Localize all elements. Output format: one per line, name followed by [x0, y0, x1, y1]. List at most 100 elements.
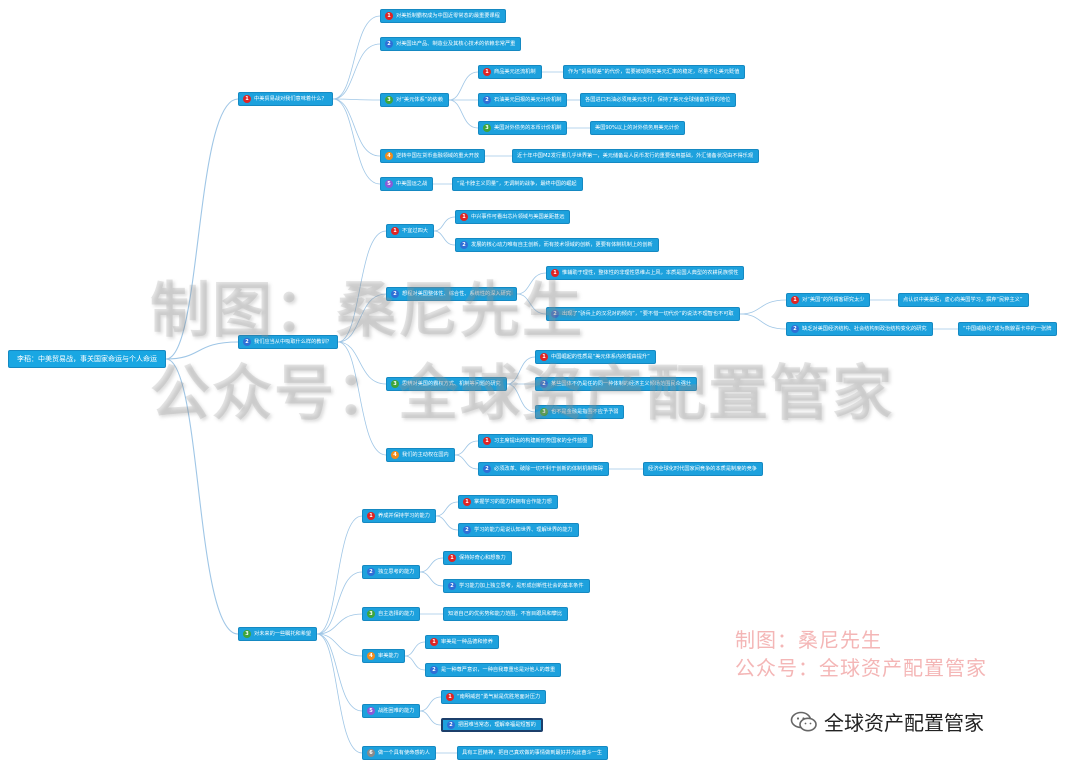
priority-badge-icon: 4 [367, 652, 375, 660]
topic-b3c5a[interactable]: 1“南明威岩”勇气就是优胜地面对压力 [441, 690, 547, 704]
topic-label: 必须改革、破除一切不利于创新的体制机制障碍 [494, 466, 603, 472]
topic-label: 作为“贸易顺差”的代价，需要被动购买美元汇率的稳定，尽量不让美元贬值 [568, 69, 740, 75]
topic-label: 学习能力加上独立思考，是形成创新性社会的基本条件 [459, 583, 584, 589]
topic-b1c3a1[interactable]: 作为“贸易顺差”的代价，需要被动购买美元汇率的稳定，尽量不让美元贬值 [563, 65, 746, 79]
connector-b3 [165, 358, 239, 635]
topic-label: 发展的核心动力唯有自主创新，而有技术领域的创新，更要有体制机制上的创新 [471, 242, 653, 248]
priority-badge-icon: 5 [367, 707, 375, 715]
topic-label: 习主席提出的构建新形势国家的全件蓝图 [494, 438, 588, 444]
topic-b1c4a[interactable]: 近十年中国M2发行量几乎世界第一，美元储备是人民币发行的重要信用基础，外汇储备状… [512, 149, 760, 163]
priority-badge-icon: 2 [391, 290, 399, 298]
connector-b3c2a [419, 557, 444, 573]
priority-badge-icon: 1 [448, 554, 456, 562]
connector-b2c2a [516, 272, 547, 295]
topic-b2c2b1a[interactable]: 点认识中美差距，虚心向美国学习，摒弃“民粹主义” [898, 293, 1029, 307]
connector-b3c4b [404, 655, 426, 671]
priority-badge-icon: 2 [483, 465, 491, 473]
topic-label: 自主选择的能力 [378, 611, 415, 617]
priority-badge-icon: 1 [391, 227, 399, 235]
root-topic[interactable]: 李稻：中美贸易战，事关国家命运与个人命运 [8, 350, 166, 368]
connector-b3c1a [435, 501, 459, 517]
topic-b1c3b1[interactable]: 各国进口石油必须用美元支付，保持了美元全球储备货币的地位 [580, 93, 737, 107]
topic-b1c5a[interactable]: “是卡脖主义同量”，无调制的战争，最终中国的崛起 [452, 177, 583, 191]
priority-badge-icon: 1 [430, 638, 438, 646]
topic-label: “南明威岩”勇气就是优胜地面对压力 [457, 694, 541, 700]
topic-label: 惟辅助于理性，整体性的非理性思维占上风，本质是国人典型的农耕民族惯性 [562, 270, 739, 276]
priority-badge-icon: 3 [391, 380, 399, 388]
connector-b3c1 [316, 515, 363, 635]
topic-label: 对未来的一些瞩托和希望 [254, 631, 312, 637]
priority-badge-icon: 6 [367, 749, 375, 757]
priority-badge-icon: 3 [540, 408, 548, 416]
topic-b1c3c1[interactable]: 美国90%以上的对外债务用美元计价 [590, 121, 686, 135]
priority-badge-icon: 2 [463, 526, 471, 534]
connector-b3c6 [316, 633, 363, 754]
topic-b2c4b1[interactable]: 经济全球化时代国家间竞争的本质是制度的竞争 [643, 462, 763, 476]
topic-label: 审美是一种品德和修养 [441, 639, 493, 645]
priority-badge-icon: 1 [446, 693, 454, 701]
topic-label: 把困难当常态，理解幸福是短暂的 [458, 722, 536, 728]
topic-label: 中美国运之战 [396, 181, 428, 187]
connector-b2c4b [454, 454, 479, 470]
priority-badge-icon: 2 [483, 96, 491, 104]
topic-label: “是卡脖主义同量”，无调制的战争，最终中国的崛起 [457, 181, 577, 187]
priority-badge-icon: 2 [367, 568, 375, 576]
connector-b2c2 [337, 293, 387, 343]
topic-b3c6a[interactable]: 具有工匠精神，把自己真欢做的事情做到最好并为此奋斗一生 [457, 746, 609, 760]
topic-label: 知道自己的优劣势和能力范围，不盲目跟风和攀比 [448, 611, 563, 617]
topic-label: 对“美元体系”的依赖 [396, 97, 443, 103]
connector-b3c2b [419, 571, 444, 587]
topic-label: 学习的能力是说认知世界、理解世界的能力 [474, 527, 573, 533]
topic-label: 保持好奇心和想象力 [459, 555, 506, 561]
topic-b2c2b2a[interactable]: “中国威胁论”成为熊貌喜卡中的一张牌 [958, 322, 1058, 336]
topic-label: 经济全球化时代国家间竞争的本质是制度的竞争 [648, 466, 757, 472]
priority-badge-icon: 4 [385, 152, 393, 160]
priority-badge-icon: 1 [483, 68, 491, 76]
topic-label: 对“美国”的所谓客研究太少 [802, 297, 865, 303]
topic-label: 做一个具有使命感的人 [378, 750, 430, 756]
topic-label: 掌握学习的能力和拥有合作能力想 [474, 499, 552, 505]
priority-badge-icon: 2 [551, 310, 559, 318]
topic-b3c3a[interactable]: 知道自己的优劣势和能力范围，不盲目跟风和攀比 [443, 607, 569, 621]
topic-label: 李稻：中美贸易战，事关国家命运与个人命运 [17, 355, 157, 363]
